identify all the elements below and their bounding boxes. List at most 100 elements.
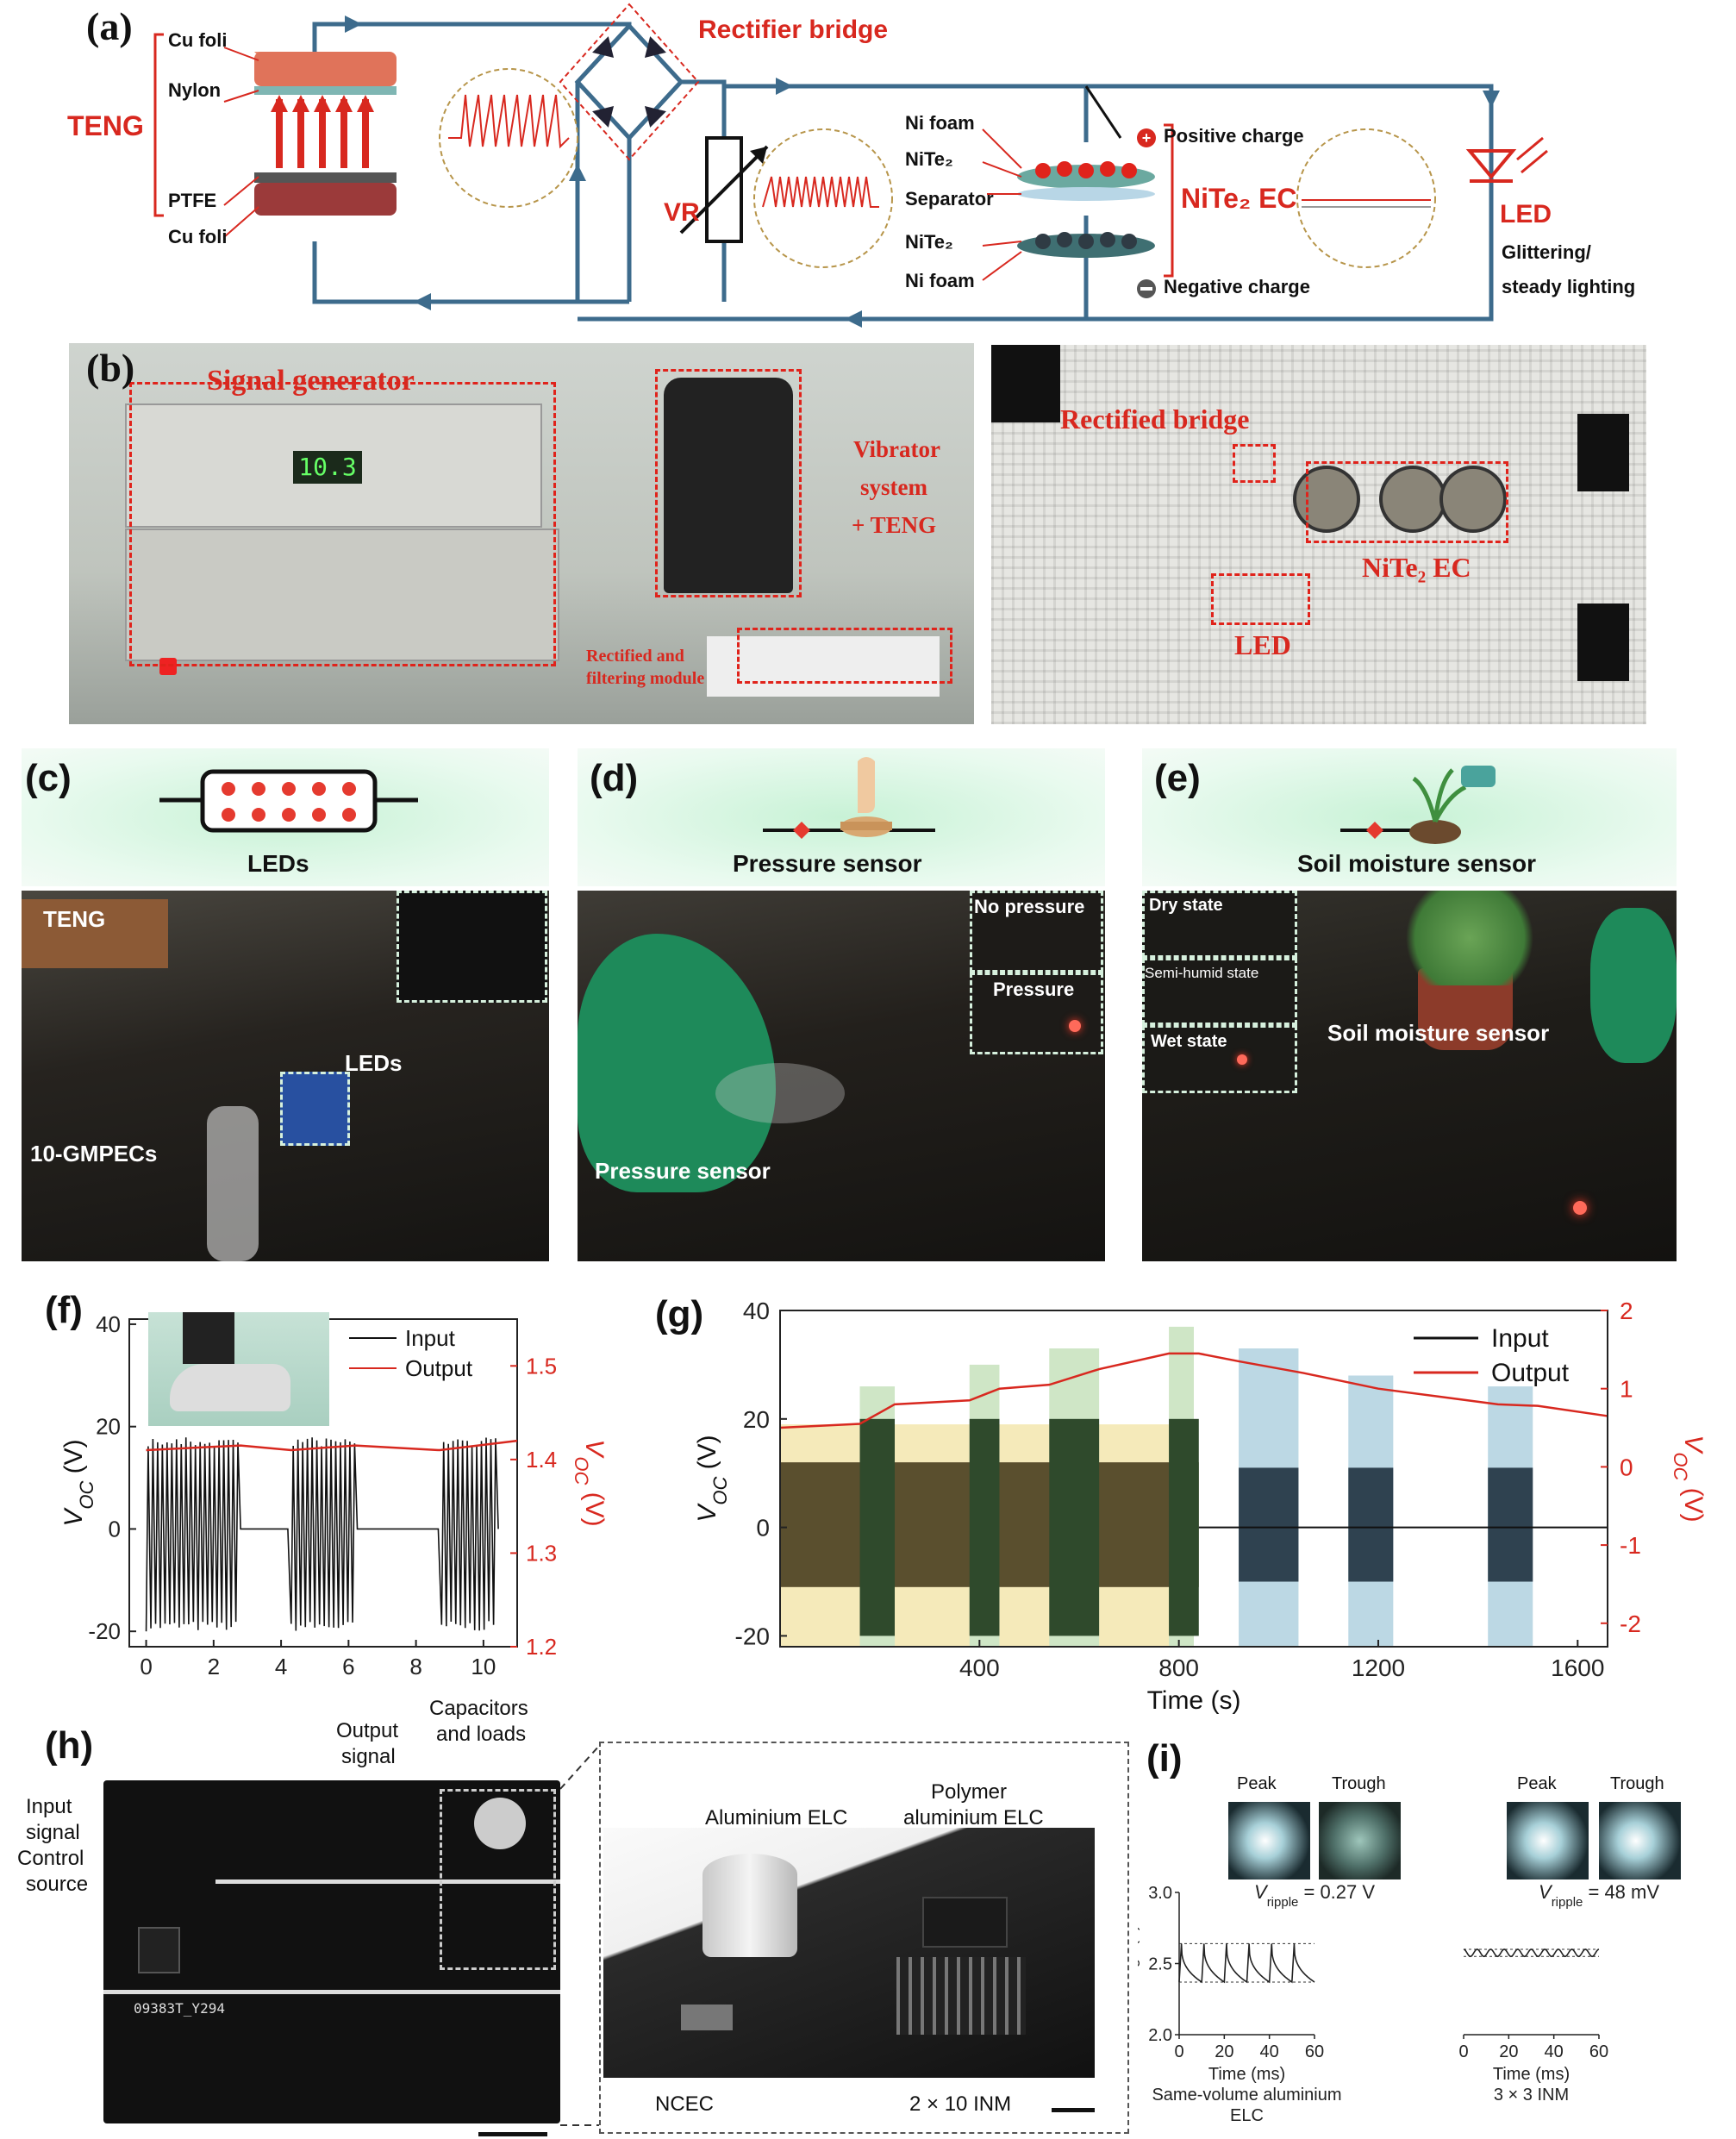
led-note-2: steady lighting xyxy=(1502,276,1636,297)
shoe xyxy=(170,1364,290,1411)
i-left-caption-1: Same-volume aluminium xyxy=(1152,2086,1341,2105)
zoom-lines xyxy=(560,1745,600,2126)
aluminium-cap-photo xyxy=(703,1854,797,1957)
led-photo-label: LED xyxy=(1234,629,1291,660)
vibrator-label-2: system xyxy=(860,474,927,500)
ec-box xyxy=(1306,461,1508,543)
led-note-1: Glittering/ xyxy=(1502,241,1591,263)
ec-name-label: NiTe₂ EC xyxy=(1181,183,1297,214)
pressure-label: Pressure xyxy=(993,979,1075,1000)
wood-block xyxy=(22,899,168,968)
state-inset xyxy=(1142,891,1297,1093)
panels-cde: (c) LEDs TENG LEDs 10-GMPECs (d) xyxy=(22,748,1677,1261)
g-xtick-label: 1200 xyxy=(1352,1654,1405,1681)
f-ylabel-right: VOC (V) xyxy=(571,1439,609,1526)
panel-d-title: Pressure sensor xyxy=(733,850,922,877)
i-right-trough: Trough xyxy=(1610,1774,1664,1793)
i-left-xtick-label: 40 xyxy=(1260,2042,1279,2061)
electrolytic-cap xyxy=(474,1798,526,1849)
g-input-burst-blue xyxy=(1239,1467,1299,1582)
i-left-xtick-label: 60 xyxy=(1305,2042,1324,2061)
layer-label-cu-top: Cu foli xyxy=(168,29,228,51)
pcb-closeup-photo xyxy=(603,1828,1095,2078)
ec-layer-4: NiTe₂ xyxy=(905,231,953,253)
control-source-1: Control xyxy=(17,1847,84,1870)
f-series-input xyxy=(145,1437,499,1632)
vibrator-device xyxy=(664,378,793,593)
led-box xyxy=(1211,573,1310,625)
switch-right-top xyxy=(1577,414,1629,491)
i-right-caption-1: 3 × 3 INM xyxy=(1494,2086,1569,2105)
i-left-ytick-label: 2.5 xyxy=(1148,1955,1172,1974)
ec-layer-2: NiTe₂ xyxy=(905,148,953,170)
g-ytick-label: 0 xyxy=(756,1515,770,1542)
panel-b-label: (b) xyxy=(86,346,135,390)
layer-label-nylon: Nylon xyxy=(168,79,222,101)
i-left-ytick-label: 2.0 xyxy=(1148,2026,1172,2045)
panel-f-label: (f) xyxy=(45,1289,83,1331)
i-left-ylabel: Voltage (V) xyxy=(1138,1925,1140,2002)
i-left-peak-photo xyxy=(1228,1802,1310,1879)
ec-layer-1: Ni foam xyxy=(905,112,975,134)
g-input-burst xyxy=(969,1418,1000,1636)
f-legend-output-label: Output xyxy=(405,1355,473,1381)
breadboard-small xyxy=(707,636,940,697)
f-ytick-label: 0 xyxy=(109,1516,121,1542)
i-right-peak: Peak xyxy=(1517,1774,1557,1793)
semi-box xyxy=(1142,958,1297,1025)
inm-array xyxy=(896,1957,1026,2035)
i-left-trough: Trough xyxy=(1332,1774,1386,1793)
signal-generator-box xyxy=(129,382,556,666)
leds-photo-label: LEDs xyxy=(345,1050,403,1076)
teng-photo-label: TENG xyxy=(43,906,106,932)
caps-loads-1: Capacitors xyxy=(429,1697,528,1720)
g-ylabel-right: VOC (V) xyxy=(1670,1435,1708,1522)
panel-e-title: Soil moisture sensor xyxy=(1297,850,1536,877)
g-input-burst xyxy=(859,1418,896,1636)
led-array-icon xyxy=(159,769,418,833)
panel-c-photo: TENG LEDs 10-GMPECs xyxy=(22,891,549,1261)
rectifier-label: Rectifier bridge xyxy=(698,16,889,44)
f-ytick-right-label: 1.2 xyxy=(526,1634,557,1660)
ncec-label: NCEC xyxy=(655,2092,715,2116)
g-ylabel-left: VOC (V) xyxy=(693,1435,731,1522)
ec-cell-1 xyxy=(1293,466,1360,533)
wet-led-glow xyxy=(1237,1054,1247,1065)
ec-label: NiTe₂ EC xyxy=(1362,552,1471,583)
rectified-bridge-label: Rectified bridge xyxy=(1060,403,1250,435)
g-ytick-right-label: 1 xyxy=(1620,1376,1633,1403)
svg-text:+: + xyxy=(1142,129,1152,147)
scale-bar-pcb xyxy=(478,2132,547,2136)
g-legend-output-label: Output xyxy=(1491,1359,1570,1387)
g-xtick-label: 800 xyxy=(1158,1654,1199,1681)
f-ylabel-left: VOC (V) xyxy=(59,1439,97,1526)
g-plot-frame xyxy=(779,1310,1608,1648)
pcb-code: 09383T_Y294 xyxy=(134,2000,225,2017)
f-ytick-right-label: 1.4 xyxy=(526,1447,557,1473)
green-glove xyxy=(578,934,776,1192)
panel-b: 10.3 Signal generator Vibrator system + … xyxy=(0,343,1736,727)
soil-sensor-photo-label: Soil moisture sensor xyxy=(1327,1020,1550,1046)
caps-loads-2: and loads xyxy=(436,1723,527,1746)
layer-label-cu-bottom: Cu foli xyxy=(168,226,228,247)
poly-label-2: aluminium ELC xyxy=(903,1806,1044,1829)
g-series-output xyxy=(779,1352,1608,1429)
wet-box xyxy=(1142,1025,1297,1093)
chip xyxy=(138,1927,180,1973)
i-right-xtick-label: 0 xyxy=(1458,2042,1468,2061)
i-right-xtick-label: 20 xyxy=(1499,2042,1518,2061)
led-board xyxy=(280,1072,350,1146)
f-series-output xyxy=(146,1439,518,1452)
inm-label: 2 × 10 INM xyxy=(909,2092,1012,2116)
f-ytick-right-label: 1.3 xyxy=(526,1540,557,1566)
no-pressure-label: No pressure xyxy=(974,896,1085,917)
f-legend-input-label: Input xyxy=(405,1325,456,1351)
panel-d-photo: No pressure Pressure Pressure sensor xyxy=(578,891,1105,1261)
i-right-trough-photo xyxy=(1599,1802,1681,1879)
panel-a-label: (a) xyxy=(86,4,133,48)
poly-label-1: Polymer xyxy=(931,1780,1008,1804)
